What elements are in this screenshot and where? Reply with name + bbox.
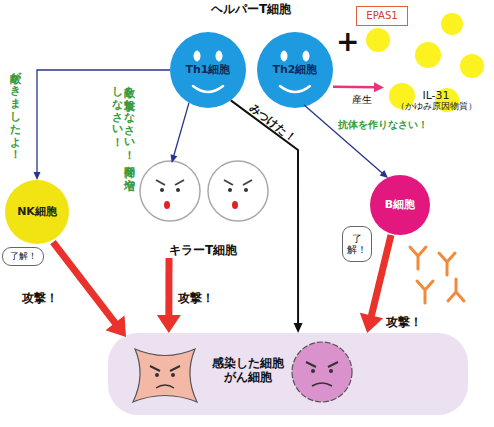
cytokine-dot (441, 13, 463, 35)
arrow-head (294, 323, 303, 333)
antibody-y (417, 281, 433, 303)
face-eye (216, 51, 222, 61)
face-brow (224, 180, 252, 185)
nk-cell: NK細胞 (5, 180, 69, 244)
antibody-y (439, 253, 455, 275)
cell-brow (306, 362, 338, 367)
arrow-head (171, 154, 178, 163)
arrow-head (360, 313, 383, 333)
edge-label: みつけた！ (246, 102, 298, 145)
connector-line (165, 258, 172, 316)
cell-body (133, 349, 197, 402)
edge-label: 攻撃！ (178, 292, 214, 306)
cell-eye (329, 369, 333, 373)
arrow-head (157, 315, 181, 333)
killer-t-cells: キラーT細胞 (135, 158, 271, 258)
node-text: NK細胞 (17, 206, 57, 219)
face-smile (280, 86, 310, 92)
infected-cell (133, 349, 197, 402)
connector-line (53, 242, 116, 324)
helper-t-cell: Th1細胞 (170, 32, 246, 108)
edge-label: 攻撃！ (386, 316, 422, 330)
edge-label: 産生 (352, 94, 372, 106)
plus-sign: + (336, 26, 359, 58)
cancer-cell (292, 342, 352, 402)
cell-brow (150, 366, 180, 371)
cell-eye (155, 373, 159, 377)
edge-label: 抗体を作りなさい！ (338, 119, 428, 131)
gene-box: EPAS1 (356, 6, 408, 26)
connector-line (304, 105, 383, 173)
connector-arrow (53, 242, 126, 337)
connector-arrow (304, 105, 388, 178)
face-mouth (232, 201, 238, 209)
node-text: 了解！ (10, 251, 37, 261)
edge-label: 敵を攻撃しなさい！ 仲間を増やしなさい！ (110, 78, 135, 193)
face-eye (281, 51, 287, 61)
helper-faces (193, 51, 310, 92)
face-eye (244, 188, 248, 192)
cytokine-dot (415, 42, 441, 68)
antibodies (410, 247, 464, 303)
helper-t-cell: Th2細胞 (257, 32, 333, 108)
antibody-y (448, 279, 464, 301)
node-text: Th1細胞 (186, 64, 231, 77)
connector-line (37, 70, 170, 173)
node-text: キラーT細胞 (169, 244, 237, 258)
node-text: 了解！ (345, 233, 369, 256)
killer-face-art (135, 158, 271, 258)
connector-arrow (231, 100, 303, 333)
cell-mouth (312, 383, 332, 386)
face-eye (160, 188, 164, 192)
killer-face (208, 161, 268, 221)
arrow-head (106, 316, 126, 338)
cell-mouth (156, 385, 174, 388)
antibody-y (410, 247, 426, 269)
diagram-title: ヘルパーT細胞 (195, 3, 307, 17)
face-eye (303, 51, 309, 61)
connector-line (231, 100, 298, 324)
connector-arrow (157, 258, 181, 333)
node-text: （かゆみ原因物質） (396, 102, 477, 112)
node-text: IL-31 (422, 90, 449, 103)
connector-arrow (171, 103, 189, 163)
arrow-head (34, 172, 41, 180)
face-eye (176, 188, 180, 192)
cytokine-dot (366, 28, 390, 52)
face-eye (194, 51, 200, 61)
killer-face (140, 161, 200, 221)
b-cell: B細胞 (370, 175, 430, 235)
connector-arrow (34, 70, 171, 180)
cell-eye (171, 373, 175, 377)
node-text: B細胞 (385, 199, 415, 212)
cell-eye (311, 369, 315, 373)
face-brow (156, 180, 184, 185)
cytokine-group: IL-31（かゆみ原因物質） (384, 84, 488, 118)
speech-bubble: 了解！ (2, 247, 44, 266)
speech-bubble: 了解！ (342, 226, 372, 262)
connector-line (371, 235, 391, 316)
connector-line (174, 103, 189, 157)
edge-label: 攻撃！ (22, 292, 58, 306)
arrow-head (374, 82, 384, 92)
arrow-head (380, 170, 388, 178)
cell-body (292, 342, 352, 402)
cytokine-particles (366, 13, 484, 112)
cytokine-dot (460, 54, 484, 78)
face-eye (228, 188, 232, 192)
edge-label: 敵がきましたよ！ (8, 64, 21, 153)
connector-line (333, 85, 375, 88)
node-text: EPAS1 (366, 10, 397, 22)
node-text: Th2細胞 (273, 64, 318, 77)
face-smile (193, 86, 223, 92)
face-mouth (164, 201, 170, 209)
node-text: 感染した細胞 がん細胞 (208, 357, 288, 385)
connector-arrow (333, 82, 384, 92)
